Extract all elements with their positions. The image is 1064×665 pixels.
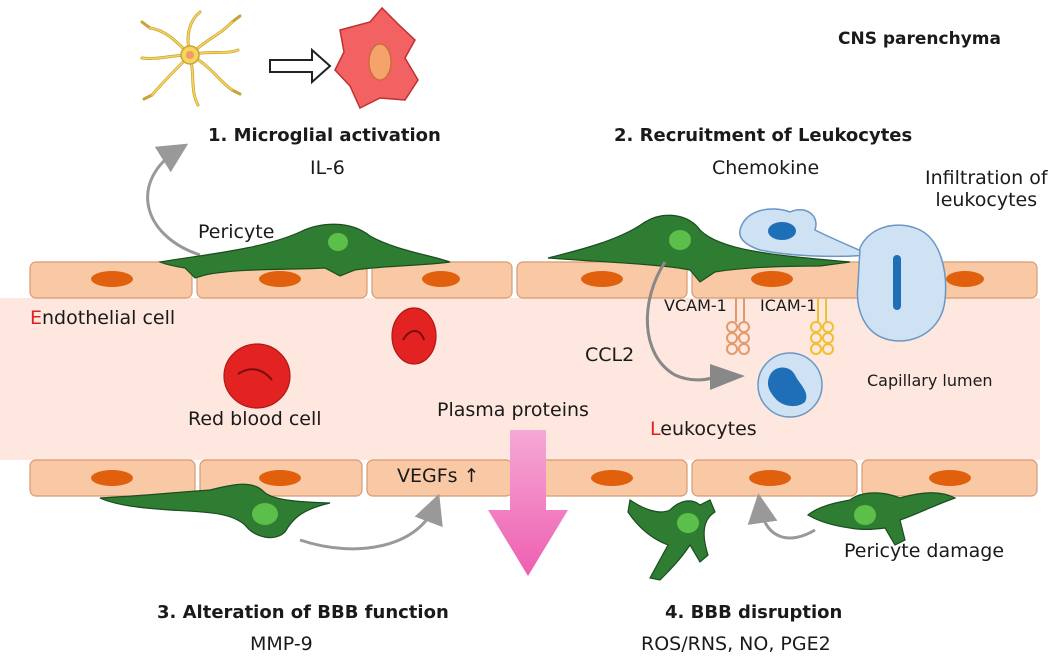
lower-endothelium bbox=[29, 459, 1038, 497]
leukocytes-rest: eukocytes bbox=[660, 418, 757, 440]
red-blood-cell-label: Red blood cell bbox=[188, 408, 322, 430]
step3-title: 3. Alteration of BBB function bbox=[157, 602, 449, 623]
step1-title: 1. Microglial activation bbox=[208, 125, 441, 146]
upper-nuclei bbox=[91, 271, 984, 287]
endothelial-cell-label: Endothelial cell bbox=[30, 307, 176, 330]
plasma-protein-arrow bbox=[488, 430, 568, 576]
capillary-lumen-label: Capillary lumen bbox=[867, 371, 993, 390]
ccl2-arrow bbox=[645, 261, 713, 382]
step2-title: 2. Recruitment of Leukocytes bbox=[614, 125, 913, 146]
leukocytes-label: Leukocytes bbox=[650, 418, 757, 441]
step4-subtitle: ROS/RNS, NO, PGE2 bbox=[641, 633, 831, 655]
leukocytes-initial: L bbox=[650, 418, 661, 440]
ccl2-label: CCL2 bbox=[585, 344, 635, 366]
pericyte-damaged-2 bbox=[806, 492, 957, 546]
chemokine-leukocyte bbox=[739, 208, 873, 258]
vegf-arrow bbox=[299, 493, 443, 551]
pericyte-lower-left bbox=[99, 483, 331, 539]
endothelial-rest: ndothelial cell bbox=[42, 307, 176, 329]
pericyte-damaged-1 bbox=[627, 498, 716, 581]
pericyte-label: Pericyte bbox=[198, 221, 275, 243]
lower-nuclei bbox=[91, 470, 971, 486]
vcam-1-molecule bbox=[726, 298, 750, 355]
vegfs-label: VEGFs ↑ bbox=[397, 465, 480, 487]
pericyte-upper-right bbox=[547, 214, 851, 283]
icam-1-molecule bbox=[810, 298, 834, 355]
infiltrating-leukocyte bbox=[856, 224, 947, 342]
pericyte-damage-arrow bbox=[747, 493, 816, 540]
step4-title: 4. BBB disruption bbox=[665, 602, 843, 623]
red-blood-cell-1 bbox=[223, 343, 291, 409]
icam-label: ICAM-1 bbox=[760, 296, 817, 315]
step1-subtitle: IL-6 bbox=[310, 157, 345, 179]
endothelial-initial: E bbox=[30, 307, 43, 329]
infiltration-label: Infiltration of leukocytes bbox=[925, 167, 1048, 211]
vcam-label: VCAM-1 bbox=[664, 296, 727, 315]
plasma-proteins-label: Plasma proteins bbox=[437, 399, 589, 421]
pericyte-damage-label: Pericyte damage bbox=[844, 540, 1005, 562]
activation-arrow bbox=[269, 47, 332, 85]
pericyte-upper-left bbox=[157, 223, 451, 279]
chemokine-label: Chemokine bbox=[712, 157, 820, 179]
step3-subtitle: MMP-9 bbox=[250, 633, 313, 655]
region-label: CNS parenchyma bbox=[838, 29, 1001, 49]
red-blood-cell-2 bbox=[391, 307, 437, 365]
microglia-activation-curve bbox=[146, 143, 201, 257]
